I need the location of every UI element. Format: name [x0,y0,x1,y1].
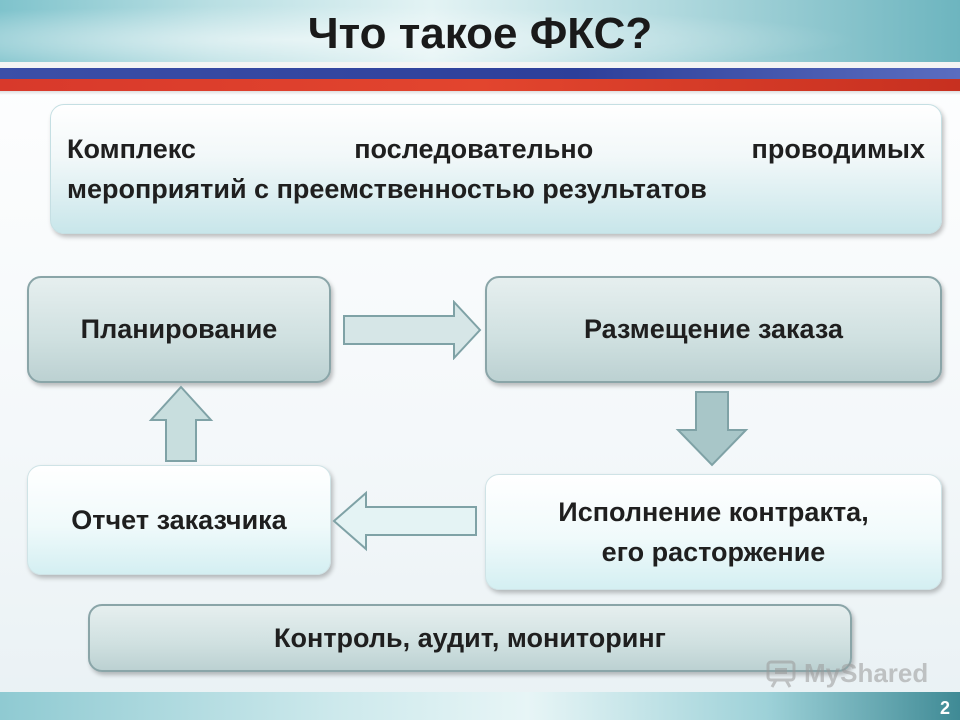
arrow-right [343,300,482,360]
watermark: MyShared [766,656,928,690]
stripe-shadow [0,91,960,95]
arrow-up [148,385,214,462]
planning-label: Планирование [80,314,278,344]
header-background [0,0,960,66]
report-label: Отчет заказчика [71,504,287,535]
flag-stripe-white [0,62,960,68]
myshared-logo-icon [766,660,796,688]
flag-stripe-red [0,79,960,91]
report-box: Отчет заказчика [27,465,331,575]
placement-label: Размещение заказа [584,314,843,344]
definition-line-2: мероприятий с преемственностью результат… [67,174,707,204]
definition-text: Комплекс последовательно проводимых меро… [67,129,925,209]
page-number: 2 [939,698,950,718]
placement-box: Размещение заказа [485,276,942,383]
flag-stripe-blue [0,68,960,79]
arrow-left [332,490,477,552]
definition-line-1: Комплекс последовательно проводимых [67,134,925,164]
control-box: Контроль, аудит, мониторинг [88,604,852,672]
slide-title: Что такое ФКС? [307,9,653,58]
execution-label-line-1: Исполнение контракта, [558,497,869,527]
definition-box: Комплекс последовательно проводимых меро… [50,104,942,234]
control-label: Контроль, аудит, мониторинг [274,622,666,653]
execution-label-line-2: его расторжение [601,537,826,567]
footer-bar [0,692,960,720]
planning-box: Планирование [27,276,331,383]
arrow-down [675,391,749,467]
watermark-text: MyShared [804,657,929,688]
execution-box: Исполнение контракта, его расторжение [485,474,942,590]
